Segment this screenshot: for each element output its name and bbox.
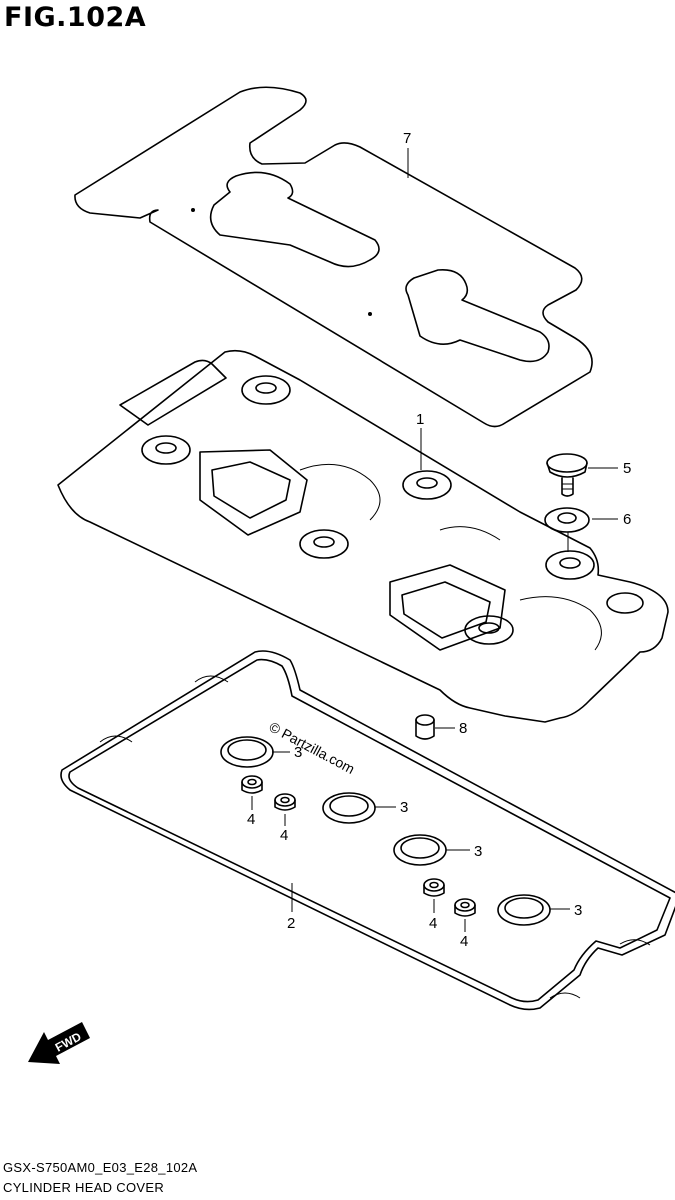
callout-7: 7 xyxy=(403,130,411,147)
figure-name: CYLINDER HEAD COVER xyxy=(3,1180,165,1195)
part-5-bolt xyxy=(546,453,588,497)
part-4-seal xyxy=(274,793,296,811)
callout-1: 1 xyxy=(416,411,424,428)
callout-4: 4 xyxy=(429,915,437,932)
callout-4: 4 xyxy=(247,811,255,828)
callout-3: 3 xyxy=(400,799,408,816)
part-8-dowel xyxy=(415,714,435,740)
part-4-seal xyxy=(241,775,263,794)
part-3-seal xyxy=(497,894,551,926)
callout-2: 2 xyxy=(287,915,295,932)
fwd-arrow-icon: FWD xyxy=(28,1022,90,1064)
part-4-seal xyxy=(454,898,476,917)
callout-3: 3 xyxy=(474,843,482,860)
callout-6: 6 xyxy=(623,511,631,528)
part-3-seal xyxy=(322,792,376,824)
leader-lines xyxy=(251,148,618,932)
part-3-seal xyxy=(393,834,447,866)
callout-5: 5 xyxy=(623,460,631,477)
watermark-text: © Partzilla.com xyxy=(267,719,358,777)
callout-4: 4 xyxy=(280,827,288,844)
callout-4: 4 xyxy=(460,933,468,950)
figure-code: GSX-S750AM0_E03_E28_102A xyxy=(3,1160,198,1175)
part-7-gasket xyxy=(74,86,593,428)
figure-title: FIG.102A xyxy=(4,2,147,33)
part-1-cylinder-head-cover xyxy=(57,349,669,723)
part-3-seal xyxy=(220,736,274,768)
callout-3: 3 xyxy=(294,744,302,761)
callout-8: 8 xyxy=(459,720,467,737)
part-2-gasket xyxy=(60,650,675,1011)
callout-3: 3 xyxy=(574,902,582,919)
part-4-seal xyxy=(423,878,445,897)
part-6-washer xyxy=(544,507,590,533)
